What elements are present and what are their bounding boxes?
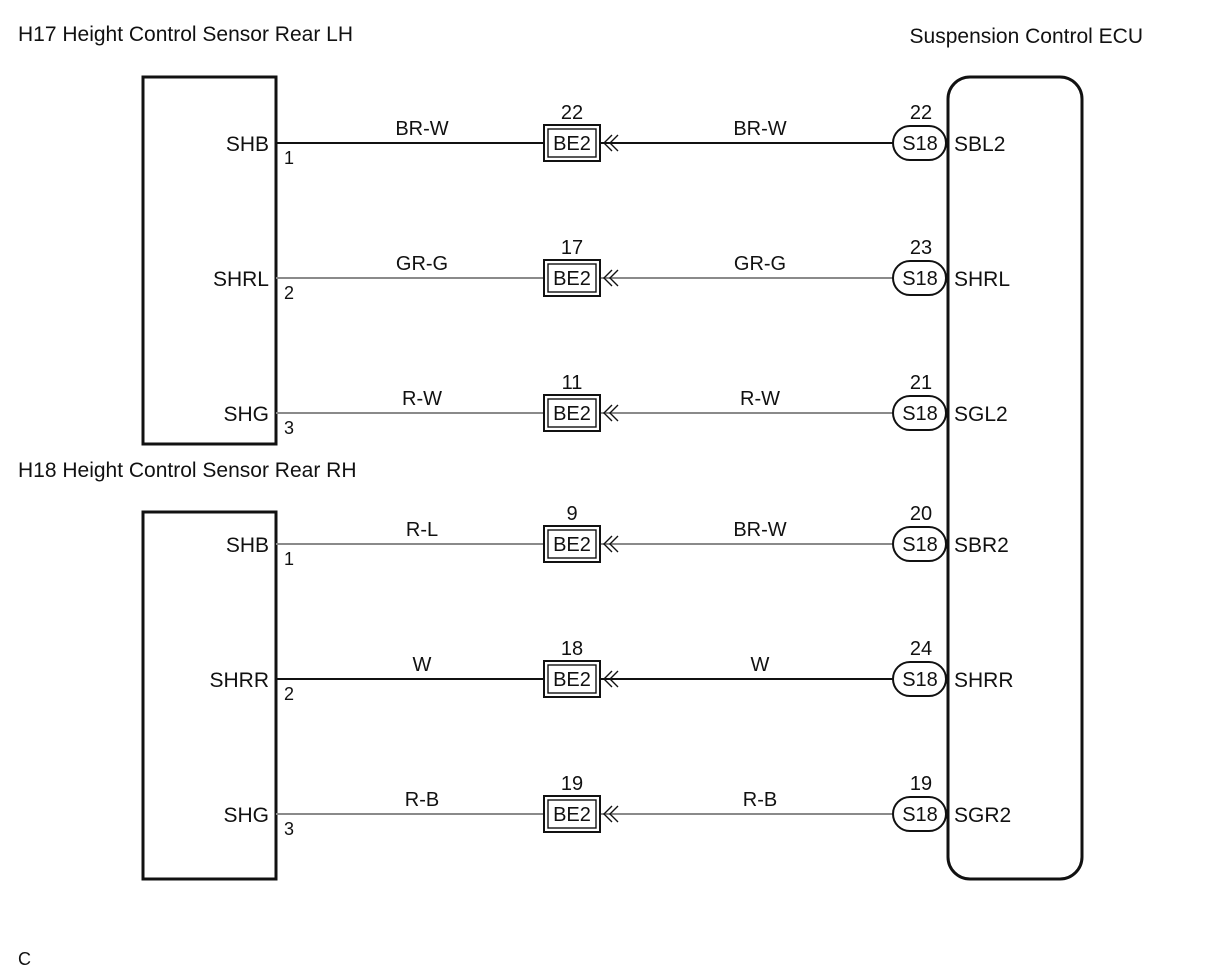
junction-connector-box xyxy=(543,525,601,563)
wire-color-label: BR-W xyxy=(733,118,786,140)
wire-color-label: GR-G xyxy=(396,253,448,275)
sensor-pin-number: 3 xyxy=(284,418,294,438)
sensor-pin-name: SHB xyxy=(226,133,269,156)
junction-connector-inner xyxy=(547,799,597,829)
ecu-connector-oval xyxy=(892,661,947,697)
ecu-box xyxy=(946,75,1084,881)
ecu-pin-name: SHRL xyxy=(954,268,1010,291)
sensor-rh-title: H18 Height Control Sensor Rear RH xyxy=(18,459,356,482)
junction-connector-inner xyxy=(547,529,597,559)
ecu-pin-number: 21 xyxy=(910,372,932,394)
wire-color-label: R-W xyxy=(402,388,442,410)
wire-color-label: BR-W xyxy=(733,519,786,541)
sensor-pin-number: 2 xyxy=(284,684,294,704)
ecu-connector-label: S18 xyxy=(902,804,938,826)
junction-connector-label: BE2 xyxy=(553,669,591,691)
connector-bracket-icon xyxy=(603,134,619,152)
ecu-connector-oval xyxy=(892,125,947,161)
junction-pin-number: 11 xyxy=(562,372,583,394)
ecu-pin-name: SGR2 xyxy=(954,804,1011,827)
sensor-pin-number: 1 xyxy=(284,148,294,168)
ecu-pin-number: 22 xyxy=(910,102,932,124)
ecu-pin-number: 24 xyxy=(910,638,932,660)
sensor-lh-box xyxy=(141,75,278,446)
ecu-pin-number: 23 xyxy=(910,237,932,259)
sensor-rh-box xyxy=(141,510,278,881)
ecu-connector-oval xyxy=(892,395,947,431)
wire-color-label: BR-W xyxy=(395,118,448,140)
junction-connector-box xyxy=(543,394,601,432)
junction-connector-inner xyxy=(547,263,597,293)
sensor-pin-name: SHB xyxy=(226,534,269,557)
wire-color-label: R-B xyxy=(743,789,777,811)
junction-connector-box xyxy=(543,660,601,698)
ecu-connector-oval xyxy=(892,796,947,832)
ecu-connector-oval xyxy=(892,260,947,296)
ecu-pin-name: SBL2 xyxy=(954,133,1005,156)
ecu-connector-oval xyxy=(892,526,947,562)
wire-color-label: W xyxy=(413,654,432,676)
junction-pin-number: 19 xyxy=(561,773,583,795)
ecu-connector-label: S18 xyxy=(902,534,938,556)
ecu-connector-label: S18 xyxy=(902,669,938,691)
connector-bracket-icon xyxy=(603,269,619,287)
junction-pin-number: 17 xyxy=(561,237,583,259)
junction-connector-label: BE2 xyxy=(553,133,591,155)
junction-connector-label: BE2 xyxy=(553,403,591,425)
ecu-connector-label: S18 xyxy=(902,268,938,290)
junction-connector-label: BE2 xyxy=(553,268,591,290)
sensor-pin-number: 3 xyxy=(284,819,294,839)
junction-connector-box xyxy=(543,259,601,297)
ecu-pin-number: 20 xyxy=(910,503,932,525)
ecu-connector-label: S18 xyxy=(902,133,938,155)
sensor-pin-name: SHRR xyxy=(209,669,269,692)
ecu-connector-label: S18 xyxy=(902,403,938,425)
sensor-pin-name: SHG xyxy=(223,403,269,426)
junction-connector-label: BE2 xyxy=(553,804,591,826)
ecu-pin-name: SHRR xyxy=(954,669,1014,692)
wire-color-label: R-W xyxy=(740,388,780,410)
wire-color-label: W xyxy=(751,654,770,676)
junction-connector-label: BE2 xyxy=(553,534,591,556)
junction-connector-inner xyxy=(547,398,597,428)
sensor-pin-name: SHG xyxy=(223,804,269,827)
connector-bracket-icon xyxy=(603,805,619,823)
footer-code: C xyxy=(18,949,31,969)
connector-bracket-icon xyxy=(603,670,619,688)
junction-connector-inner xyxy=(547,664,597,694)
sensor-lh-title: H17 Height Control Sensor Rear LH xyxy=(18,23,353,46)
junction-pin-number: 22 xyxy=(561,102,583,124)
ecu-title: Suspension Control ECU xyxy=(910,25,1143,48)
junction-connector-inner xyxy=(547,128,597,158)
wire-color-label: GR-G xyxy=(734,253,786,275)
connector-bracket-icon xyxy=(603,535,619,553)
junction-connector-box xyxy=(543,795,601,833)
connector-bracket-icon xyxy=(603,404,619,422)
ecu-pin-name: SGL2 xyxy=(954,403,1008,426)
wire-color-label: R-B xyxy=(405,789,439,811)
sensor-pin-name: SHRL xyxy=(213,268,269,291)
junction-connector-box xyxy=(543,124,601,162)
ecu-pin-number: 19 xyxy=(910,773,932,795)
junction-pin-number: 9 xyxy=(566,503,577,525)
ecu-pin-name: SBR2 xyxy=(954,534,1009,557)
wire-color-label: R-L xyxy=(406,519,438,541)
sensor-pin-number: 1 xyxy=(284,549,294,569)
junction-pin-number: 18 xyxy=(561,638,583,660)
sensor-pin-number: 2 xyxy=(284,283,294,303)
